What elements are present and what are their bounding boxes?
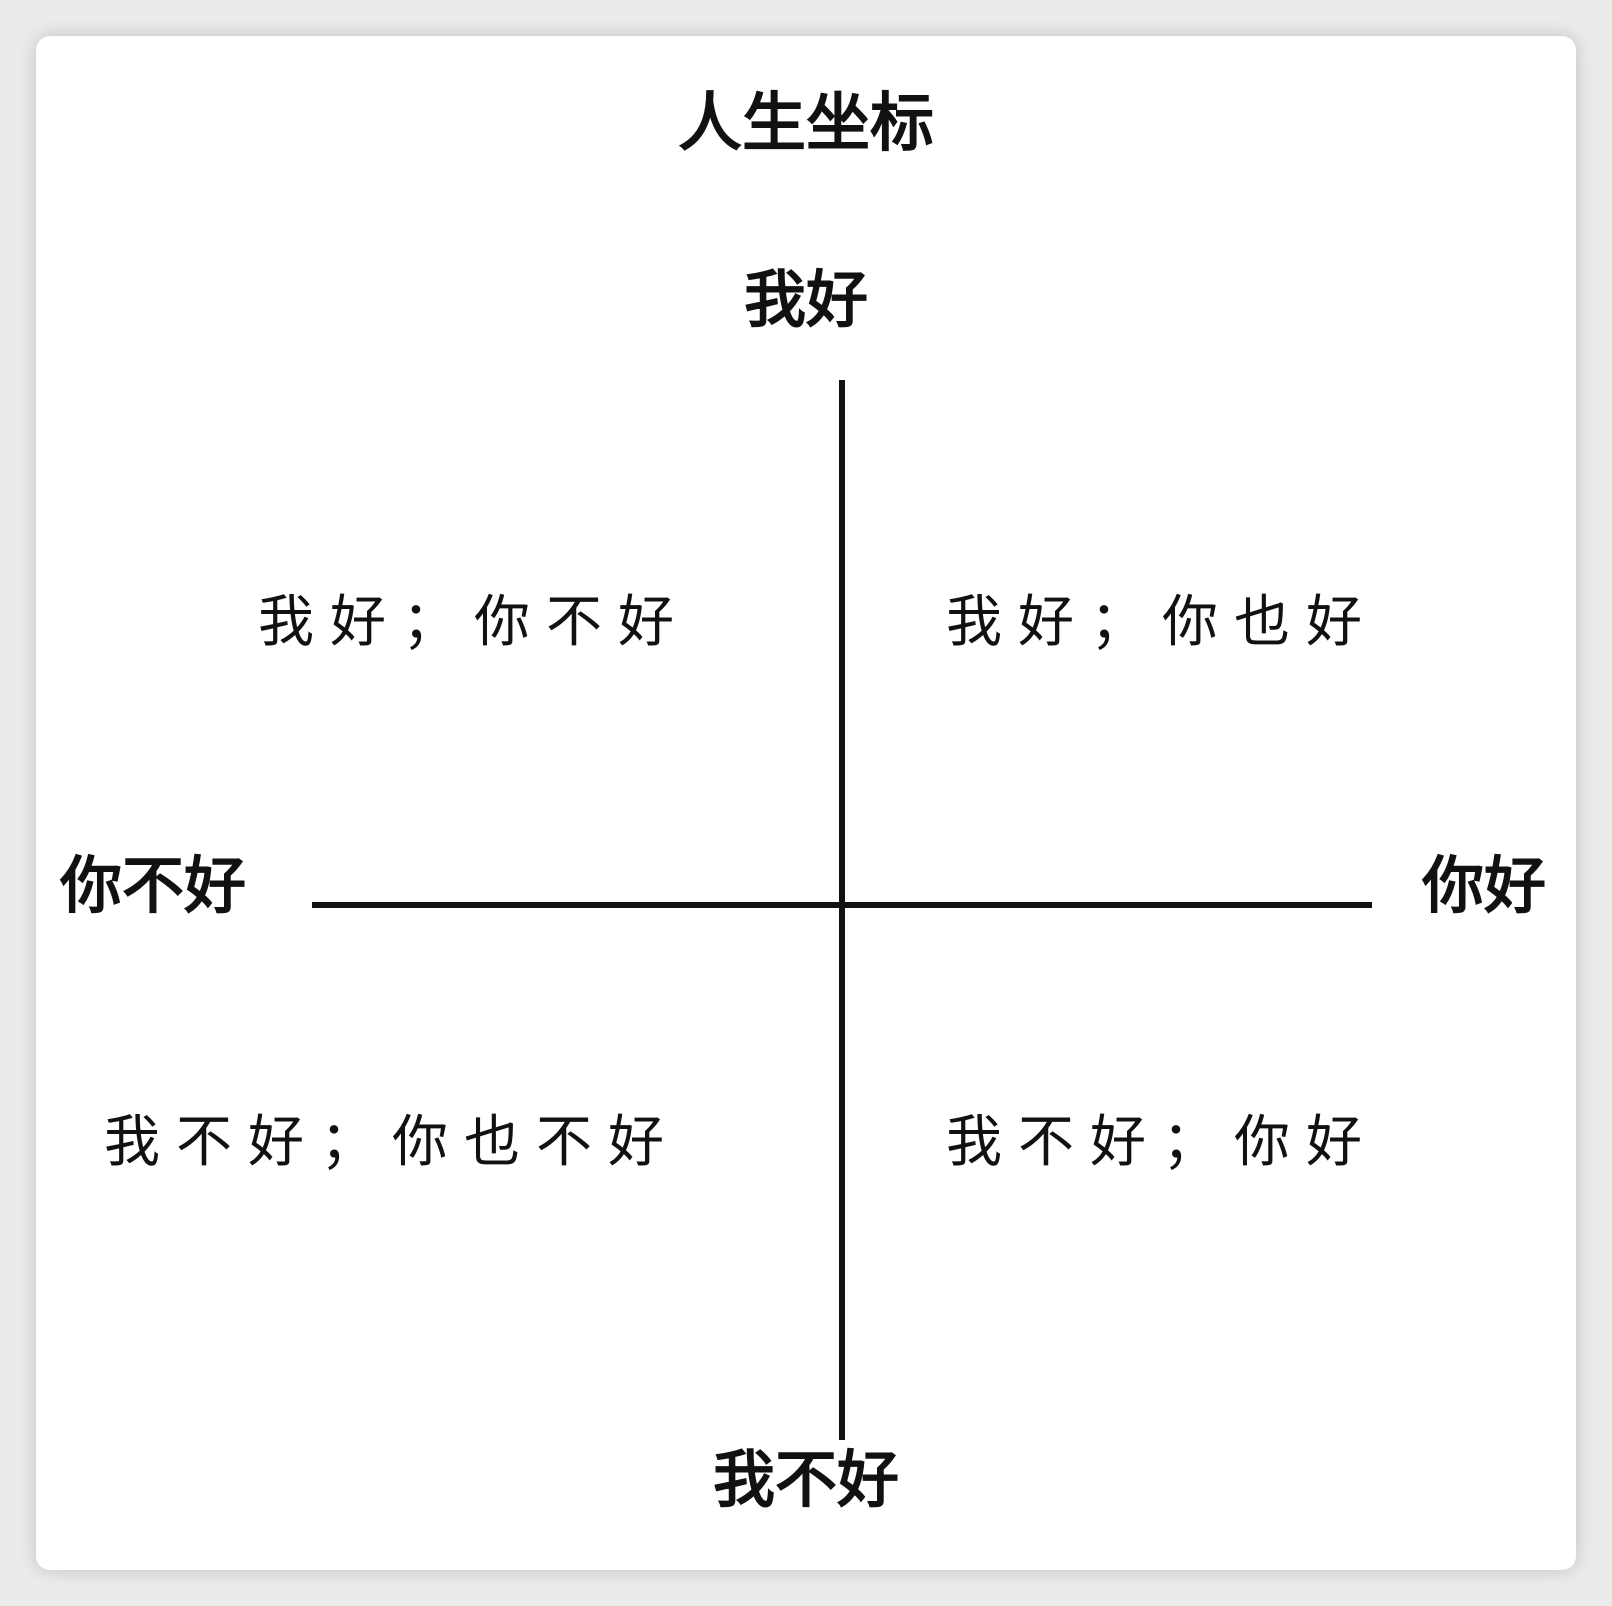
quadrant-label-bottom-left: 我不好；你也不好 bbox=[104, 1110, 680, 1175]
quadrant-label-top-left: 我好；你不好 bbox=[258, 590, 690, 655]
vertical-axis-line bbox=[839, 380, 845, 1440]
diagram-card: 人生坐标 我好 我不好 你不好 你好 我好；你不好 我好；你也好 我不好；你也不… bbox=[36, 36, 1576, 1570]
quadrant-label-bottom-right: 我不好；你好 bbox=[946, 1110, 1378, 1175]
quadrant-label-top-right: 我好；你也好 bbox=[946, 590, 1378, 655]
horizontal-axis-line bbox=[312, 902, 1372, 908]
axis-label-top: 我好 bbox=[743, 263, 868, 336]
diagram-title: 人生坐标 bbox=[678, 87, 934, 161]
axis-label-bottom: 我不好 bbox=[712, 1443, 899, 1516]
axis-label-left: 你不好 bbox=[60, 849, 247, 922]
axis-label-right: 你好 bbox=[1421, 849, 1546, 922]
